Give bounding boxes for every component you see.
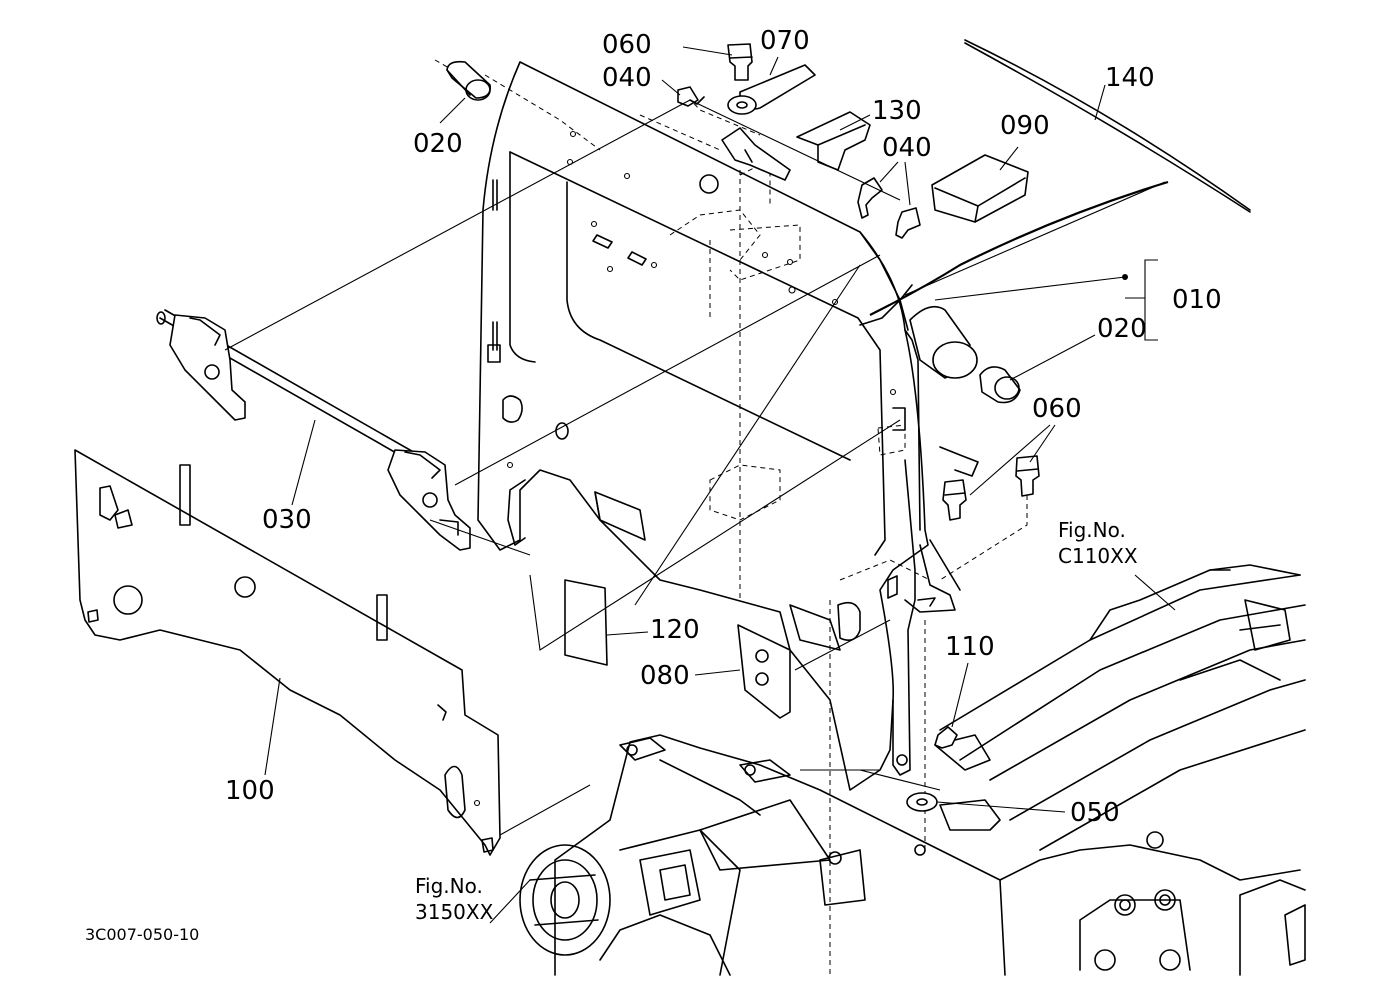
label-050: 050: [1070, 798, 1120, 828]
diagram-code: 3C007-050-10: [85, 925, 199, 944]
callout-labels: 060 070 040 020 130 040 090 140 010 020 …: [85, 26, 1222, 944]
part-120-pad: [564, 579, 608, 666]
label-040-right: 040: [882, 133, 932, 163]
part-140-seal: [964, 39, 1251, 213]
part-090-cover: [931, 154, 1029, 223]
label-070: 070: [760, 26, 810, 56]
part-060-bolt-upper: [727, 43, 753, 81]
part-020-bushing-right: [909, 305, 1021, 404]
label-120: 120: [650, 615, 700, 645]
main-panel: [477, 61, 961, 791]
label-130: 130: [872, 96, 922, 126]
transmission-housing: [519, 734, 1306, 976]
part-040-bolts-right: [857, 177, 921, 239]
part-080-block: [737, 624, 791, 719]
part-020-bushing-top: [446, 60, 492, 101]
label-020-upper: 020: [413, 129, 463, 159]
figref-c110-line1: Fig.No.: [1058, 518, 1126, 542]
label-090: 090: [1000, 111, 1050, 141]
label-080: 080: [640, 661, 690, 691]
label-020-right: 020: [1097, 314, 1147, 344]
part-060-bolts-right: [939, 446, 1040, 521]
label-040-upper: 040: [602, 63, 652, 93]
part-030-rod: [156, 309, 471, 551]
part-110-bolt: [934, 726, 958, 749]
part-010-cable: [859, 180, 1169, 326]
label-060-upper: 060: [602, 30, 652, 60]
label-060-right: 060: [1032, 394, 1082, 424]
top-bracket: [721, 127, 791, 181]
part-040-bolt-upper: [677, 86, 705, 107]
figref-3150-line2: 3150XX: [415, 900, 494, 924]
label-010: 010: [1172, 285, 1222, 315]
figref-c110-line2: C110XX: [1058, 544, 1138, 568]
leader-lines: [224, 46, 1176, 924]
part-070-strap: [727, 64, 816, 115]
part-100-cover: [74, 449, 501, 856]
label-140: 140: [1105, 63, 1155, 93]
part-130-clip: [796, 111, 871, 171]
label-030: 030: [262, 505, 312, 535]
frame-rails: [934, 564, 1306, 851]
figref-3150-line1: Fig.No.: [415, 874, 483, 898]
part-050-washer: [906, 792, 938, 812]
label-110: 110: [945, 632, 995, 662]
label-100: 100: [225, 776, 275, 806]
